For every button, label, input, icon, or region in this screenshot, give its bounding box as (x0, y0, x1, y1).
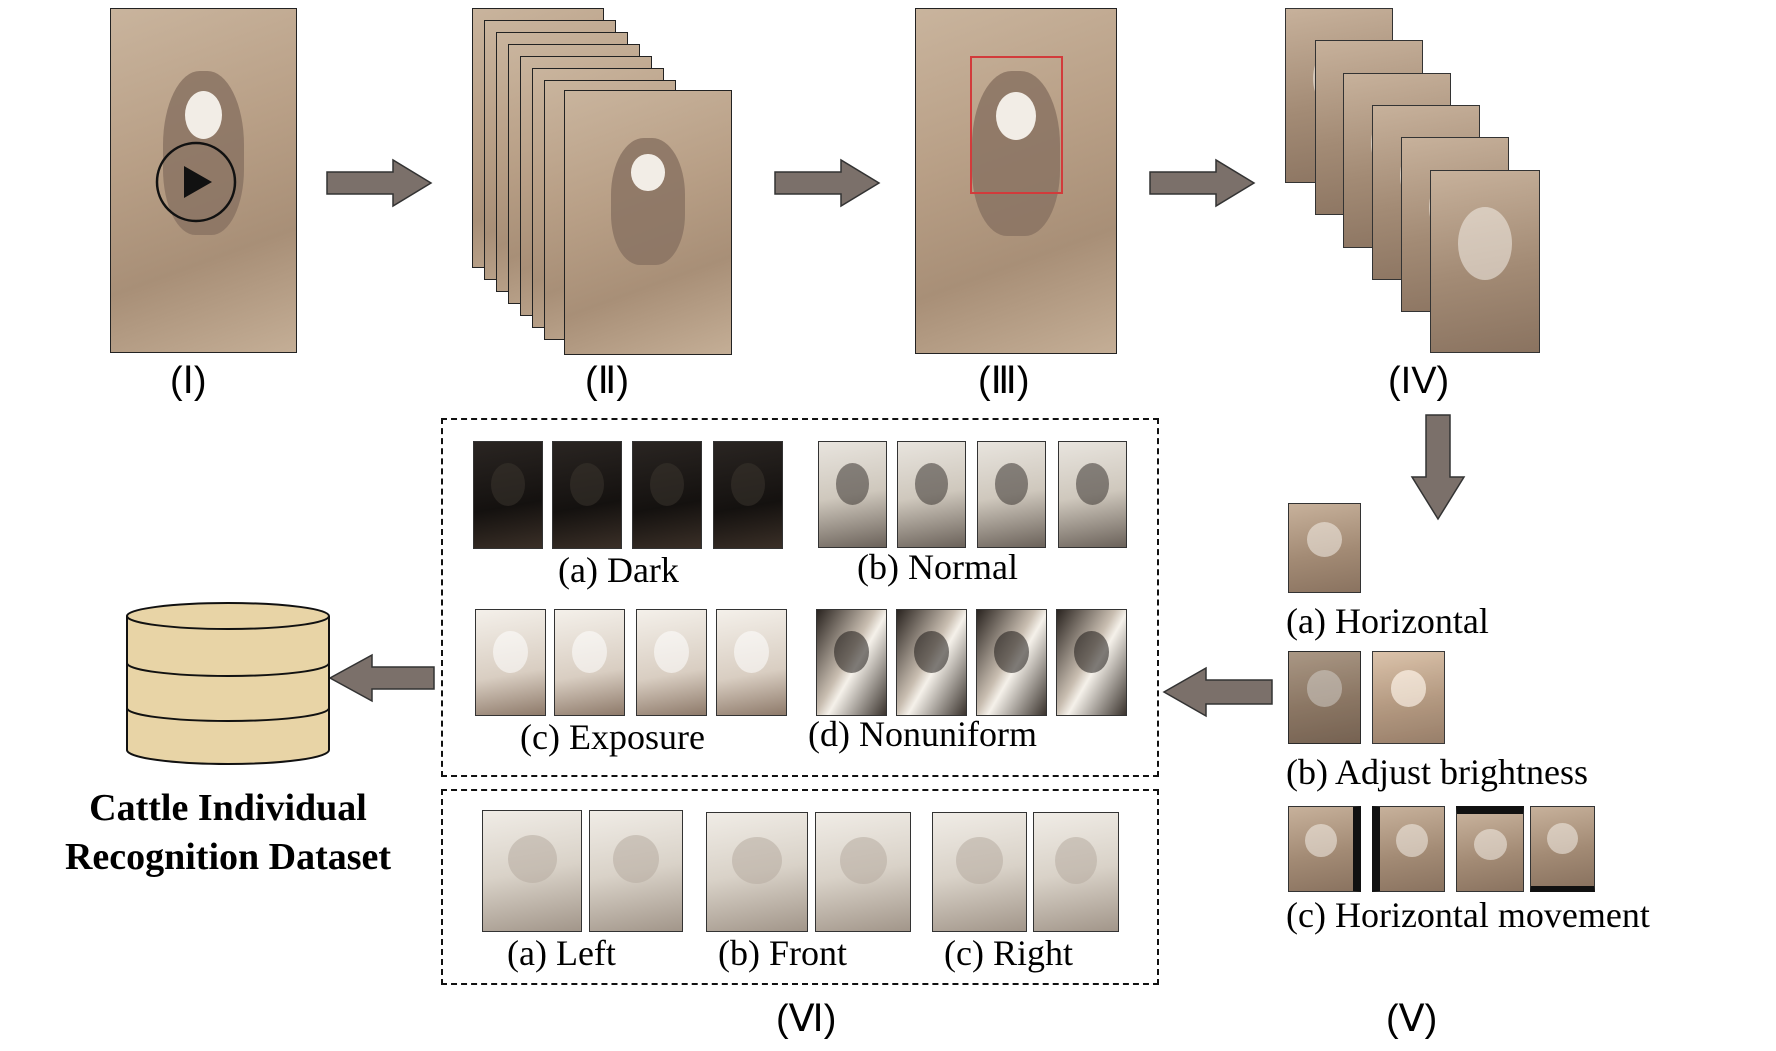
arrow-left-2 (328, 653, 435, 703)
step-label-1: (Ⅰ) (170, 360, 207, 402)
aug-brightness-label: (b) Adjust brightness (1286, 752, 1588, 792)
play-icon (155, 141, 237, 223)
bounding-box (970, 56, 1063, 194)
step-label-6: (Ⅵ) (776, 998, 837, 1040)
arrow-right-2 (774, 158, 881, 208)
normal-label: (b) Normal (857, 547, 1018, 587)
aug-horizontal-image (1288, 503, 1361, 593)
arrow-down (1410, 414, 1466, 521)
dataset-title: Cattle Individual Recognition Dataset (18, 784, 438, 883)
step-label-4: (IV) (1388, 360, 1450, 402)
dataset-title-line2: Recognition Dataset (64, 836, 392, 879)
arrow-right-3 (1149, 158, 1256, 208)
arrow-right-1 (326, 158, 433, 208)
exposure-label: (c) Exposure (520, 717, 705, 757)
video-frame (110, 8, 297, 353)
detection-frame (915, 8, 1117, 354)
aug-movement-label: (c) Horizontal movement (1286, 895, 1650, 935)
step-label-3: (Ⅲ) (978, 360, 1030, 402)
aug-horizontal-label: (a) Horizontal (1286, 601, 1489, 641)
front-label: (b) Front (718, 933, 847, 973)
right-label: (c) Right (944, 933, 1073, 973)
database-icon (126, 602, 330, 765)
step-label-2: (Ⅱ) (585, 360, 630, 402)
views-panel (441, 789, 1159, 985)
nonuniform-label: (d) Nonuniform (808, 714, 1037, 754)
left-label: (a) Left (507, 933, 616, 973)
dark-label: (a) Dark (558, 550, 679, 590)
dataset-title-line1: Cattle Individual (89, 787, 367, 829)
arrow-left-1 (1162, 666, 1273, 718)
step-label-5: (Ⅴ) (1386, 998, 1438, 1040)
lighting-panel (441, 418, 1159, 777)
